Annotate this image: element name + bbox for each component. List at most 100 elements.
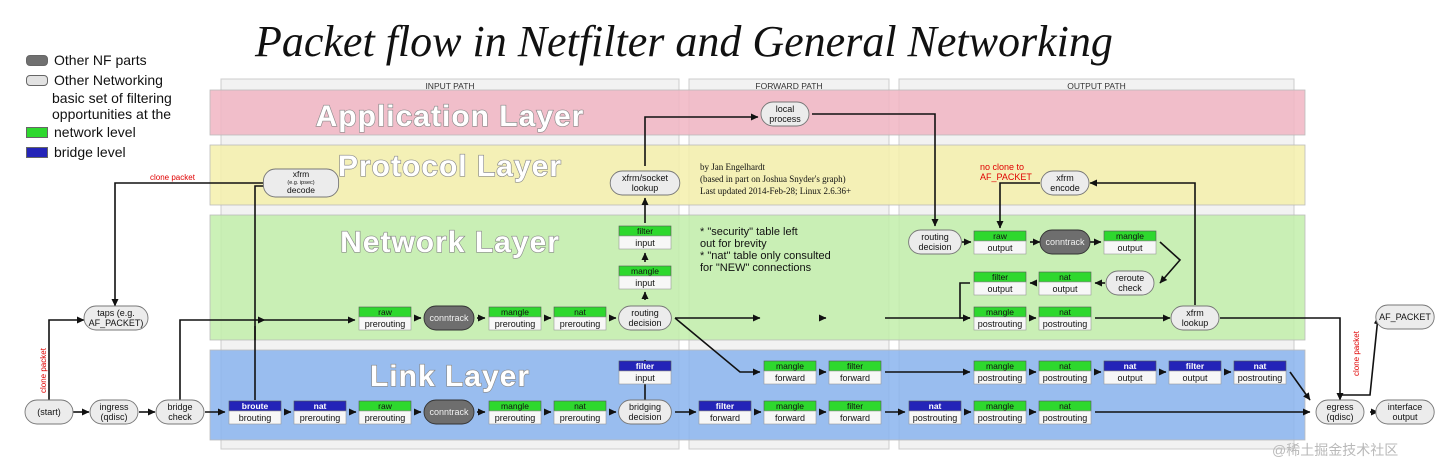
chain-name: output	[1052, 284, 1078, 294]
table-name: mangle	[776, 361, 804, 371]
chain-box	[1103, 240, 1157, 255]
legend-item-network-level: network level	[26, 122, 172, 142]
chain-name: input	[635, 238, 655, 248]
chain-box	[973, 281, 1027, 296]
chain-name: input	[635, 373, 655, 383]
note-line: out for brevity	[700, 238, 767, 250]
chain-name: input	[635, 278, 655, 288]
legend-item-bridge-level: bridge level	[26, 142, 172, 162]
chain-name: forward	[775, 373, 805, 383]
table-name: nat	[574, 401, 586, 411]
node-pill	[89, 399, 139, 425]
node-pill	[1040, 170, 1090, 196]
net-mangle-prerouting-node: mangle prerouting	[488, 306, 542, 331]
link-conntrack-node: conntrack	[423, 399, 475, 425]
chain-box	[1168, 370, 1222, 385]
start-node: (start)	[24, 399, 74, 425]
taps-node: taps (e.g.AF_PACKET)	[83, 305, 149, 331]
chain-name: prerouting	[495, 319, 536, 329]
chain-box	[908, 410, 962, 425]
chain-box	[488, 316, 542, 331]
node-pill	[908, 229, 962, 255]
chain-box	[618, 235, 672, 250]
flow-arrow	[1220, 317, 1344, 401]
link-nat-prerouting2-node: nat prerouting	[553, 400, 607, 425]
legend-label: opportunities at the	[52, 106, 172, 122]
chain-box	[1233, 370, 1287, 385]
node-text: conntrack	[429, 313, 469, 323]
node-pill	[760, 101, 810, 127]
chain-name: prerouting	[300, 413, 341, 423]
flow-arrow	[48, 316, 85, 400]
note-line: * "nat" table only consulted	[700, 250, 831, 262]
link-layer-title: Link Layer	[370, 360, 530, 393]
node-text: bridging	[629, 402, 661, 412]
legend-label: Other NF parts	[54, 52, 147, 68]
node-text: egress	[1326, 402, 1354, 412]
out-conntrack-node: conntrack	[1039, 229, 1091, 255]
flow-arrow	[959, 282, 971, 322]
application-layer-band	[209, 89, 1306, 136]
table-name: mangle	[986, 401, 1014, 411]
chain-box	[828, 370, 882, 385]
node-pill	[423, 399, 475, 425]
net-raw-prerouting-node: raw prerouting	[358, 306, 412, 331]
node-pill	[618, 399, 672, 425]
table-name: nat	[1059, 307, 1071, 317]
node-text: lookup	[632, 183, 659, 193]
chain-box	[293, 410, 347, 425]
chain-box	[1038, 316, 1092, 331]
node-pill	[1170, 305, 1220, 331]
node-pill	[1105, 270, 1155, 296]
node-text: decode	[287, 185, 315, 195]
node-text: xfrm	[1186, 308, 1204, 318]
legend-swatch	[26, 146, 48, 158]
chain-box	[228, 410, 282, 425]
node-text: lookup	[1182, 318, 1209, 328]
table-name: nat	[929, 401, 942, 411]
no-clone-annotation: no clone to	[980, 162, 1024, 172]
legend-swatch	[26, 74, 48, 86]
chain-box	[698, 410, 752, 425]
legend: Other NF parts Other Networking basic se…	[26, 50, 172, 162]
credit-line: Last updated 2014-Feb-28; Linux 2.6.36+	[700, 186, 851, 196]
table-name: raw	[378, 307, 393, 317]
chain-name: postrouting	[1043, 319, 1088, 329]
chain-name: output	[1182, 373, 1208, 383]
chain-name: output	[1117, 373, 1143, 383]
node-pill	[1375, 399, 1435, 425]
flow-arrow	[674, 317, 761, 376]
chain-name: prerouting	[560, 413, 601, 423]
node-text: decision	[628, 412, 661, 422]
legend-swatch	[26, 126, 48, 138]
chain-box	[1038, 370, 1092, 385]
protocol-layer-title: Protocol Layer	[338, 150, 562, 183]
af-packet-out-node: AF_PACKET	[1375, 304, 1435, 330]
chain-name: prerouting	[365, 319, 406, 329]
credit-line: by Jan Engelhardt	[700, 162, 765, 172]
table-name: raw	[378, 401, 393, 411]
output-path-label: OUTPUT PATH	[1067, 81, 1126, 91]
egress-qdisc-node: egress(qdisc)	[1315, 399, 1365, 425]
table-name: mangle	[986, 361, 1014, 371]
credit-line: (based in part on Joshua Snyder's graph)	[700, 174, 846, 184]
net-nat-postrouting-node: nat postrouting	[1038, 306, 1092, 331]
table-name: raw	[993, 231, 1008, 241]
fwd-mangle-forward-mid-node: mangle forward	[763, 360, 817, 385]
table-name: mangle	[501, 307, 529, 317]
table-name: filter	[636, 361, 655, 371]
legend-swatch	[26, 54, 48, 66]
